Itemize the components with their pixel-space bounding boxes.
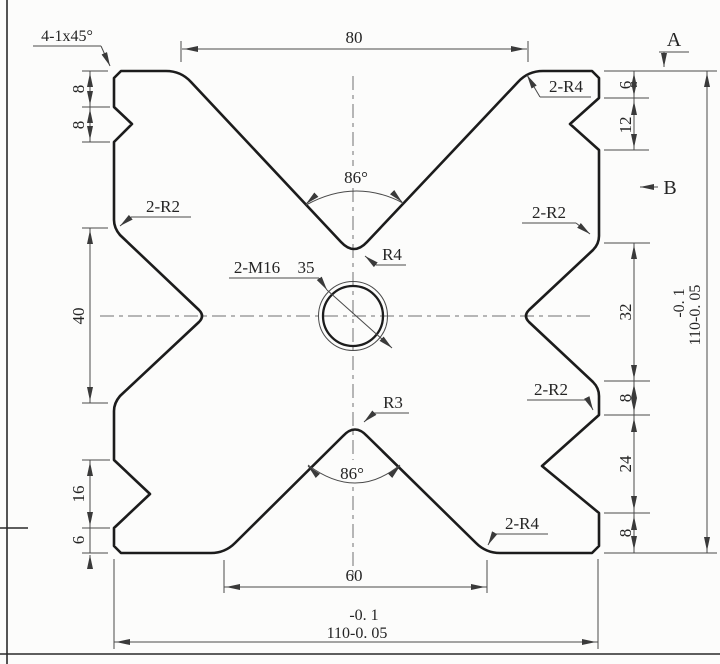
part-outline [112, 69, 601, 555]
datum-b-text: B [663, 177, 676, 199]
angle-bottom-vee: 86° [307, 460, 401, 484]
datum-a: A [659, 29, 689, 67]
dim-left-40-text: 40 [69, 308, 88, 325]
label-2r2-tr-text: 2-R2 [532, 203, 566, 222]
centerlines [100, 76, 592, 577]
datum-a-text: A [667, 29, 682, 51]
label-r3-apex: R3 [363, 393, 409, 423]
chamfer-note-text: 4-1x45° [41, 28, 93, 45]
label-2r2-top-right: 2-R2 [522, 203, 591, 235]
dim-right-12-text: 12 [616, 117, 635, 134]
dim-right-24-text: 24 [616, 455, 635, 473]
dim-left-16-text: 16 [69, 486, 88, 503]
die-profile [112, 69, 601, 555]
height-value-text: 110-0. 05 [687, 285, 704, 346]
dim-left-16-6: 16 6 [69, 459, 110, 569]
width-value-text: 110-0. 05 [327, 625, 388, 642]
width-tol-text: -0. 1 [349, 607, 378, 624]
dim-left-8-8: 8 8 [69, 70, 110, 143]
label-r4-apex: R4 [364, 245, 406, 268]
dim-left-6-text: 6 [69, 536, 88, 545]
thread-hole [318, 281, 393, 351]
dim-60-text: 60 [346, 566, 363, 585]
label-2r2-lower-right: 2-R2 [527, 380, 594, 411]
dim-height-110: -0. 1 110-0. 05 [671, 71, 710, 553]
dim-right-chain: 32 8 24 8 [604, 242, 717, 554]
label-2r2-tl-text: 2-R2 [146, 197, 180, 216]
hole-circle [321, 284, 385, 348]
angle-bottom-text: 86° [340, 464, 364, 483]
label-2r4-top: 2-R4 [526, 74, 591, 98]
angle-top-vee: 86° [305, 166, 404, 206]
label-2r4-bottom: 2-R4 [487, 514, 548, 546]
dim-right-6-12: 6 12 [604, 70, 717, 151]
label-r3-text: R3 [383, 393, 403, 412]
label-2r2-br-text: 2-R2 [534, 380, 568, 399]
dim-bottom-60: 60 [223, 560, 488, 593]
thread-circle [318, 281, 388, 351]
dim-right-32-text: 32 [616, 304, 635, 321]
dim-left-8b-text: 8 [69, 121, 88, 130]
datum-b: B [640, 177, 677, 199]
dim-left-8a-text: 8 [69, 85, 88, 94]
dim-left-40: 40 [69, 227, 108, 404]
dim-width-110: -0. 1 110-0. 05 [113, 559, 599, 649]
dim-top-80: 80 [180, 28, 529, 62]
thread-depth-text: 35 [298, 258, 315, 277]
thread-callout-text: 2-M16 [234, 258, 280, 277]
angle-top-text: 86° [344, 168, 368, 187]
dim-right-6-text: 6 [616, 81, 635, 90]
chamfer-note: 4-1x45° [33, 28, 111, 67]
label-2r4-top-text: 2-R4 [549, 77, 584, 96]
height-tol-text: -0. 1 [671, 288, 688, 317]
dim-top-80-text: 80 [346, 28, 363, 47]
hole-diameter-leader [326, 289, 393, 349]
dim-right-8b-text: 8 [616, 529, 635, 538]
thread-callout: 2-M16 35 [229, 258, 328, 291]
dim-right-8a-text: 8 [616, 394, 635, 403]
label-2r2-top-left: 2-R2 [119, 197, 191, 227]
label-2r4-bottom-text: 2-R4 [505, 514, 540, 533]
label-r4-text: R4 [382, 245, 402, 264]
